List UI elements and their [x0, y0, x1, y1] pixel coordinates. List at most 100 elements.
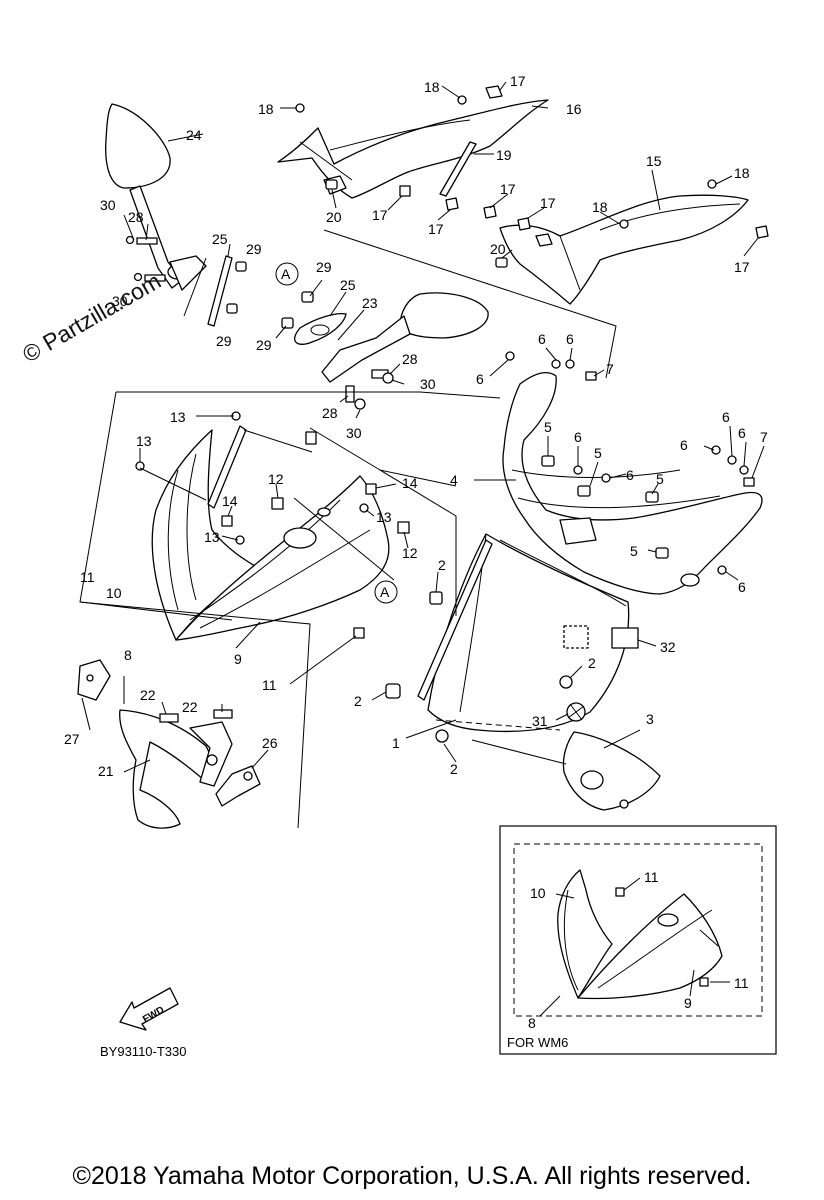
callout-20: 20 — [326, 209, 342, 225]
callout-17: 17 — [428, 221, 444, 237]
part-29-damper-left[interactable] — [226, 261, 247, 314]
part-23-mirror[interactable] — [321, 292, 489, 383]
part-17-rivet[interactable] — [399, 85, 769, 239]
callout-26: 26 — [262, 735, 278, 751]
callout-25: 25 — [340, 277, 356, 293]
callout-13: 13 — [170, 409, 186, 425]
callout-27: 27 — [64, 731, 80, 747]
inset-callout-9: 9 — [684, 995, 692, 1011]
callout-29: 29 — [256, 337, 272, 353]
callout-22: 22 — [182, 699, 198, 715]
part-4-inner-panel[interactable] — [502, 372, 763, 595]
callout-29: 29 — [246, 241, 262, 257]
callout-2: 2 — [450, 761, 458, 777]
callout-25: 25 — [212, 231, 228, 247]
svg-text:A: A — [281, 266, 291, 282]
part-9-front-cowling[interactable] — [175, 475, 390, 641]
callout-6: 6 — [680, 437, 688, 453]
callout-2: 2 — [354, 693, 362, 709]
callout-6: 6 — [738, 579, 746, 595]
callout-32: 32 — [660, 639, 676, 655]
variant-inset: 10 11 11 9 8 — [499, 825, 777, 1055]
part-28-bolt-left[interactable] — [136, 237, 166, 282]
part-26-pivot[interactable] — [215, 765, 261, 807]
figure-code: BY93110-T330 — [100, 1044, 187, 1059]
part-25-gasket-left[interactable] — [207, 255, 233, 327]
callout-8: 8 — [124, 647, 132, 663]
callout-14: 14 — [222, 493, 238, 509]
callout-30: 30 — [112, 293, 128, 309]
inset-callout-11: 11 — [644, 869, 659, 885]
callout-15: 15 — [646, 153, 662, 169]
part-7-clip[interactable] — [585, 371, 755, 487]
callout-21: 21 — [98, 763, 114, 779]
callout-6: 6 — [538, 331, 546, 347]
callout-6: 6 — [476, 371, 484, 387]
callout-18: 18 — [592, 199, 608, 215]
part-11-clip[interactable] — [305, 431, 365, 639]
callout-6: 6 — [574, 429, 582, 445]
variant-note: FOR WM6 — [507, 1035, 569, 1050]
callout-17: 17 — [540, 195, 556, 211]
part-20-grommet[interactable] — [325, 179, 508, 268]
callout-23: 23 — [362, 295, 378, 311]
callout-4: 4 — [450, 472, 458, 488]
part-1-windscreen[interactable] — [417, 533, 630, 733]
callout-17: 17 — [500, 181, 516, 197]
part-15-side-panel[interactable] — [499, 194, 749, 305]
callout-24: 24 — [186, 127, 202, 143]
inset-callout-8: 8 — [528, 1015, 536, 1031]
callout-13: 13 — [376, 509, 392, 525]
callout-17: 17 — [510, 73, 526, 89]
inset-part-9-cowling[interactable] — [577, 893, 723, 1000]
fwd-arrow-icon: FWD — [119, 987, 179, 1031]
callout-11: 11 — [80, 569, 95, 585]
callout-6: 6 — [738, 425, 746, 441]
callout-3: 3 — [646, 711, 654, 727]
callout-28: 28 — [322, 405, 338, 421]
part-27-bracket[interactable] — [77, 659, 111, 701]
part-19-rod[interactable] — [439, 141, 477, 197]
part-14-clip[interactable] — [221, 483, 377, 527]
callout-5: 5 — [544, 419, 552, 435]
callout-11: 11 — [262, 677, 277, 693]
part-29-damper-center[interactable] — [281, 291, 314, 329]
view-marker-a-lower: A — [374, 580, 398, 604]
part-10-front-cowling[interactable] — [151, 425, 263, 641]
part-30-washer-left[interactable] — [125, 235, 143, 282]
part-25-gasket-center[interactable] — [294, 312, 347, 345]
callout-13: 13 — [204, 529, 220, 545]
callout-2: 2 — [438, 557, 446, 573]
part-24-mirror[interactable] — [105, 103, 207, 317]
part-5-damper[interactable] — [541, 455, 669, 559]
callout-6: 6 — [566, 331, 574, 347]
part-28-bolt-center[interactable] — [345, 369, 389, 403]
inset-part-11-clip-upper[interactable] — [615, 887, 625, 897]
callout-18: 18 — [258, 101, 274, 117]
callout-13: 13 — [136, 433, 152, 449]
callout-5: 5 — [594, 445, 602, 461]
callout-2: 2 — [588, 655, 596, 671]
part-32-label[interactable] — [563, 625, 639, 649]
callout-labels: 24 30 28 25 29 30 29 18 18 17 16 19 20 1… — [64, 73, 768, 779]
callout-19: 19 — [496, 147, 512, 163]
callout-28: 28 — [128, 209, 144, 225]
callout-31: 31 — [532, 713, 548, 729]
leader-lines — [81, 81, 765, 773]
part-3-cover[interactable] — [562, 731, 661, 811]
callout-5: 5 — [630, 543, 638, 559]
callout-28: 28 — [402, 351, 418, 367]
inset-part-11-clip-lower[interactable] — [699, 977, 709, 987]
callout-20: 20 — [490, 241, 506, 257]
part-2-grommet[interactable] — [385, 591, 573, 743]
part-22-bolt[interactable] — [159, 709, 233, 723]
reference-lines — [79, 229, 617, 829]
part-21-stay[interactable] — [119, 709, 233, 829]
callout-30: 30 — [100, 197, 116, 213]
view-marker-a-upper: A — [275, 262, 299, 286]
part-13-screw[interactable] — [135, 411, 369, 545]
part-30-washer-center[interactable] — [354, 372, 394, 410]
part-18-screw[interactable] — [295, 95, 717, 229]
part-31-clip[interactable] — [566, 702, 586, 722]
